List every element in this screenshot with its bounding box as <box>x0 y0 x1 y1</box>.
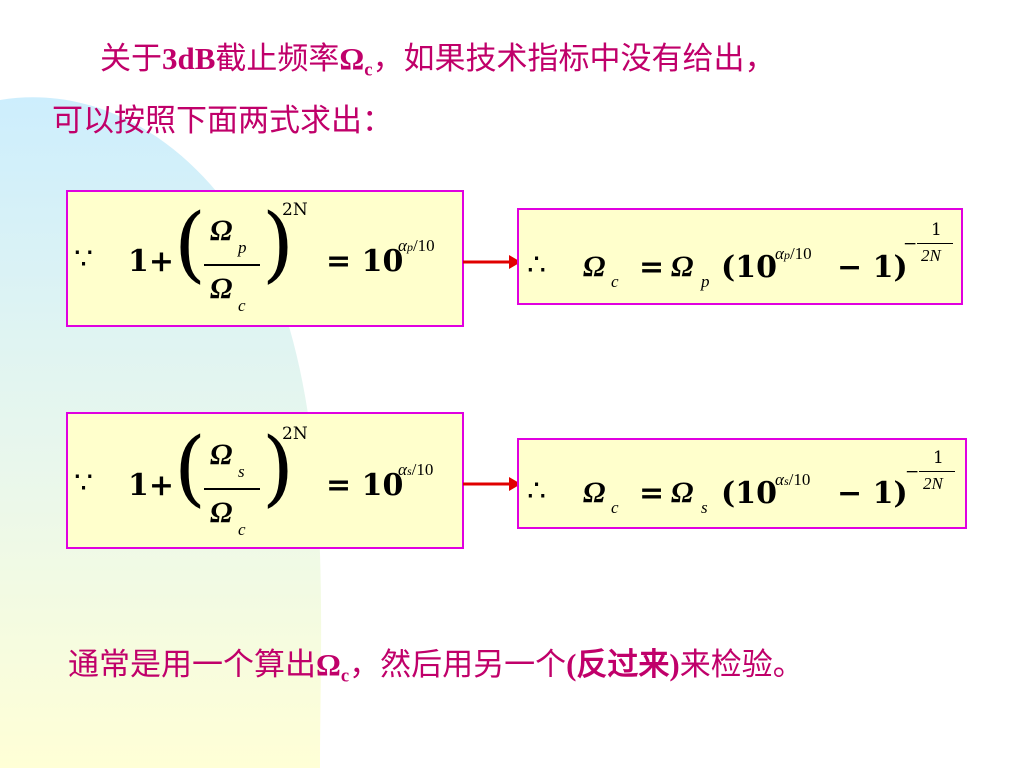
footer-prefix: 通常是用一个算出 <box>68 647 316 683</box>
over-ten: /10 <box>788 470 811 489</box>
title-cutoff: 截止频率 <box>215 41 340 77</box>
alpha-sub: s <box>406 464 412 478</box>
rhs-exponent: αp/10 <box>398 236 435 256</box>
one-plus: 1+ <box>128 244 175 279</box>
therefore-symbol: ∴ <box>527 474 547 509</box>
result-box-1: ∴ Ω c = Ω p (10 αp/10 − 1) − 1 2N <box>517 208 963 305</box>
equals-ten: = 10 <box>326 244 404 279</box>
over-ten: /10 <box>411 460 434 479</box>
alpha: α <box>775 470 784 489</box>
omega-s: Ω <box>671 476 694 509</box>
because-symbol: ∵ <box>74 242 94 277</box>
fraction-denominator: Ω <box>210 496 233 529</box>
equals-ten: = 10 <box>326 468 404 503</box>
intro-text: 关于3dB截止频率Ωc，如果技术指标中没有给出， 可以按照下面两式求出： <box>52 34 992 146</box>
fraction-numerator: Ω <box>210 214 233 247</box>
title-omega: Ω <box>339 41 365 76</box>
omega-c: Ω <box>583 250 606 283</box>
omega-p-sub: p <box>701 272 710 291</box>
rhs-exponent: αs/10 <box>398 460 433 480</box>
paren-ten: (10 <box>721 250 777 285</box>
omega-s-sub: s <box>701 498 708 517</box>
numerator-sub: p <box>238 238 247 257</box>
footer-suffix: 来检验。 <box>679 647 804 683</box>
title-suffix: ，如果技术指标中没有给出， <box>372 41 776 77</box>
alpha-sub: p <box>406 240 413 254</box>
equation-box-1: ∵ 1+ ( Ω p Ω c ) 2N = 10 αp/10 <box>66 190 464 327</box>
minus-one: − 1) <box>837 476 908 511</box>
fraction-numerator: Ω <box>210 438 233 471</box>
title-3db: 3dB <box>162 41 216 76</box>
omega-p: Ω <box>671 250 694 283</box>
over-ten: /10 <box>789 244 812 263</box>
one-plus: 1+ <box>128 468 175 503</box>
arrow-icon <box>463 477 521 491</box>
title-prefix: 关于 <box>100 41 162 77</box>
omega-c-sub: c <box>611 272 619 291</box>
equals: = <box>639 476 665 511</box>
outer-exp-bar <box>917 243 953 244</box>
footer-middle: ，然后用另一个 <box>349 647 567 683</box>
title-omega-sub: c <box>364 59 373 81</box>
right-paren: ) <box>262 197 294 292</box>
over-ten: /10 <box>412 236 435 255</box>
omega-c: Ω <box>583 476 606 509</box>
right-paren: ) <box>262 421 294 516</box>
result-box-2: ∴ Ω c = Ω s (10 αs/10 − 1) − 1 2N <box>517 438 967 529</box>
denominator-sub: c <box>238 520 246 539</box>
alpha: α <box>398 460 407 479</box>
exponent-2n: 2N <box>282 424 308 444</box>
because-symbol: ∵ <box>74 466 94 501</box>
equals: = <box>639 250 665 285</box>
denominator-sub: c <box>238 296 246 315</box>
therefore-symbol: ∴ <box>527 248 547 283</box>
equation-box-2: ∵ 1+ ( Ω s Ω c ) 2N = 10 αs/10 <box>66 412 464 549</box>
footer-text: 通常是用一个算出Ωc，然后用另一个(反过来)来检验。 <box>68 642 1018 700</box>
arrow-icon <box>463 255 521 269</box>
omega-c-sub: c <box>611 498 619 517</box>
alpha-sub: s <box>783 474 789 488</box>
alpha: α <box>398 236 407 255</box>
title-line2: 可以按照下面两式求出： <box>52 102 393 139</box>
minus-one: − 1) <box>837 250 908 285</box>
outer-minus: − <box>905 462 920 482</box>
alpha: α <box>775 244 784 263</box>
inner-exponent: αp/10 <box>775 244 812 264</box>
fraction-denominator: Ω <box>210 272 233 305</box>
left-paren: ( <box>174 197 206 292</box>
outer-exp-num: 1 <box>931 220 942 240</box>
left-paren: ( <box>174 421 206 516</box>
fraction-bar <box>204 264 260 266</box>
footer-omega: Ω <box>316 647 341 682</box>
outer-minus: − <box>903 234 918 254</box>
inner-exponent: αs/10 <box>775 470 810 490</box>
exponent-2n: 2N <box>282 200 308 220</box>
fraction-bar <box>204 488 260 490</box>
outer-exp-num: 1 <box>933 448 944 468</box>
outer-exp-bar <box>919 471 955 472</box>
numerator-sub: s <box>238 462 245 481</box>
alpha-sub: p <box>783 248 790 262</box>
footer-omega-sub: c <box>340 665 350 687</box>
footer-paren: (反过来) <box>566 647 680 682</box>
outer-exp-den: 2N <box>923 474 943 493</box>
outer-exp-den: 2N <box>921 246 941 265</box>
paren-ten: (10 <box>721 476 777 511</box>
